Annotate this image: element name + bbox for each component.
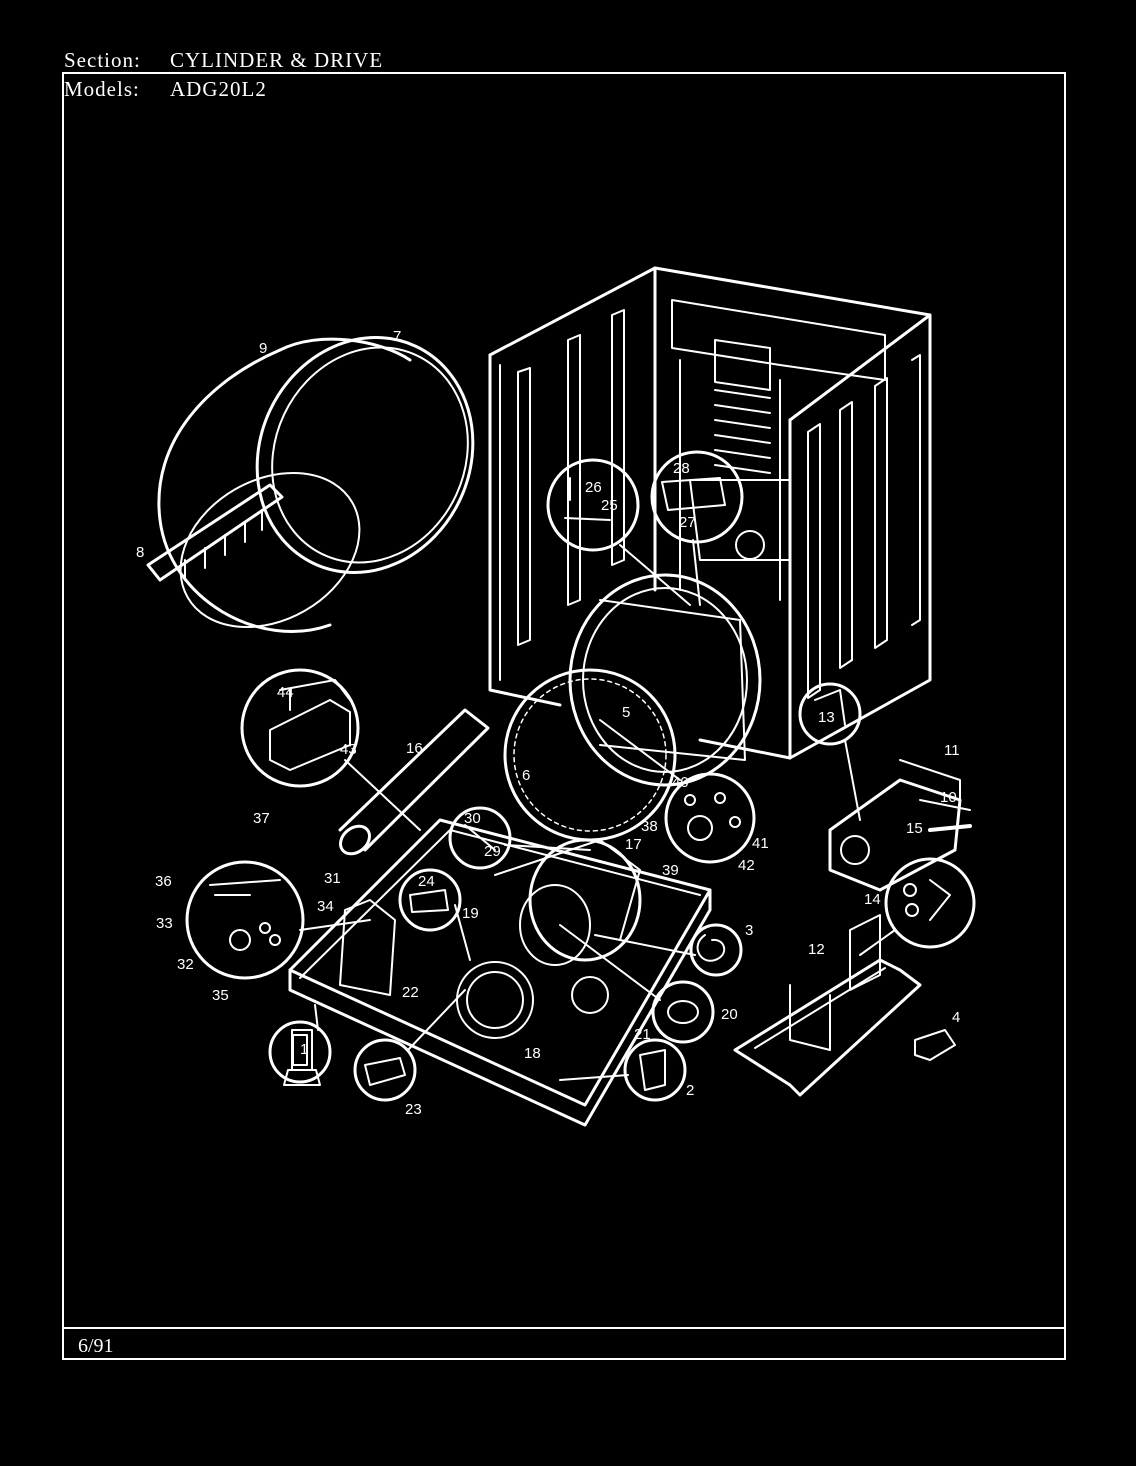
callout-9: 9 — [259, 340, 267, 357]
base-floor — [288, 818, 712, 1127]
models-value: ADG20L2 — [170, 77, 267, 101]
callout-33: 33 — [156, 915, 173, 932]
callout-13: 13 — [818, 709, 835, 726]
section-label: Section: — [64, 48, 141, 72]
callout-44: 44 — [277, 684, 294, 701]
callout-8: 8 — [136, 544, 144, 561]
front-bulkhead — [568, 573, 762, 787]
detail-circle-1 — [268, 1020, 332, 1084]
cabinet — [488, 266, 932, 760]
callout-20: 20 — [721, 1006, 738, 1023]
callout-16: 16 — [406, 740, 423, 757]
callout-25: 25 — [601, 497, 618, 514]
callout-31: 31 — [324, 870, 341, 887]
detail-circle-23 — [353, 1038, 417, 1102]
blower-housing — [494, 838, 642, 966]
callout-37: 37 — [253, 810, 270, 827]
diagram-frame — [62, 72, 1066, 1360]
callout-11: 11 — [944, 742, 960, 759]
callout-38: 38 — [641, 818, 658, 835]
callout-14: 14 — [864, 891, 881, 908]
detail-circle-24 — [398, 868, 462, 932]
callout-26: 26 — [585, 479, 602, 496]
callout-7: 7 — [393, 328, 401, 345]
callout-41: 41 — [752, 835, 769, 852]
callout-27: 27 — [679, 514, 696, 531]
callout-43: 43 — [340, 741, 357, 758]
detail-circles — [185, 450, 976, 1102]
motor-mount — [733, 914, 922, 1097]
callout-19: 19 — [462, 905, 479, 922]
callout-21: 21 — [634, 1026, 651, 1043]
callout-39: 39 — [662, 862, 679, 879]
drum-cylinder — [146, 336, 475, 633]
callout-23: 23 — [405, 1101, 422, 1118]
detail-circle-25-26 — [546, 458, 640, 552]
drive-belt — [503, 668, 677, 842]
idler-tube — [338, 708, 490, 856]
detail-circle-3 — [689, 923, 743, 977]
detail-circle-38-42 — [664, 772, 756, 864]
models-label: Models: — [64, 77, 140, 101]
callout-1: 1 — [300, 1041, 308, 1058]
motor — [828, 759, 971, 892]
leader-lines — [299, 539, 896, 1081]
callout-12: 12 — [808, 941, 825, 958]
callout-42: 42 — [738, 857, 755, 874]
detail-contents — [209, 477, 951, 1091]
detail-circle-27-28 — [650, 450, 744, 544]
section-header: Section: CYLINDER & DRIVE — [64, 48, 383, 73]
callout-4: 4 — [952, 1009, 960, 1026]
detail-circle-43-44 — [240, 668, 360, 788]
spring-15 — [928, 824, 972, 832]
callout-24: 24 — [418, 873, 435, 890]
callout-30: 30 — [464, 810, 481, 827]
callout-17: 17 — [625, 836, 642, 853]
callout-34: 34 — [317, 898, 334, 915]
callout-35: 35 — [212, 987, 229, 1004]
callout-6: 6 — [522, 767, 530, 784]
footer-divider — [62, 1327, 1066, 1329]
callout-22: 22 — [402, 984, 419, 1001]
callout-29: 29 — [484, 843, 501, 860]
callout-28: 28 — [673, 460, 690, 477]
section-value: CYLINDER & DRIVE — [170, 48, 384, 72]
detail-circle-13 — [798, 682, 862, 746]
detail-circle-14 — [884, 857, 976, 949]
models-header: Models: ADG20L2 — [64, 77, 267, 102]
callout-18: 18 — [524, 1045, 541, 1062]
callout-32: 32 — [177, 956, 194, 973]
footer-date: 6/91 — [78, 1335, 114, 1357]
callout-40: 40 — [672, 774, 689, 791]
callout-labels: 1 2 3 4 5 6 7 8 9 10 11 12 13 14 15 16 1… — [136, 328, 960, 1118]
callout-2: 2 — [686, 1082, 694, 1099]
callout-15: 15 — [906, 820, 923, 837]
detail-circle-2 — [623, 1038, 687, 1102]
callout-3: 3 — [745, 922, 753, 939]
callout-5: 5 — [622, 704, 630, 721]
callout-10: 10 — [940, 789, 957, 806]
bracket-4 — [914, 1029, 956, 1061]
detail-circle-20 — [651, 980, 715, 1044]
detail-circle-31-37 — [185, 860, 305, 980]
callout-36: 36 — [155, 873, 172, 890]
detail-circle-29-30 — [448, 806, 512, 870]
